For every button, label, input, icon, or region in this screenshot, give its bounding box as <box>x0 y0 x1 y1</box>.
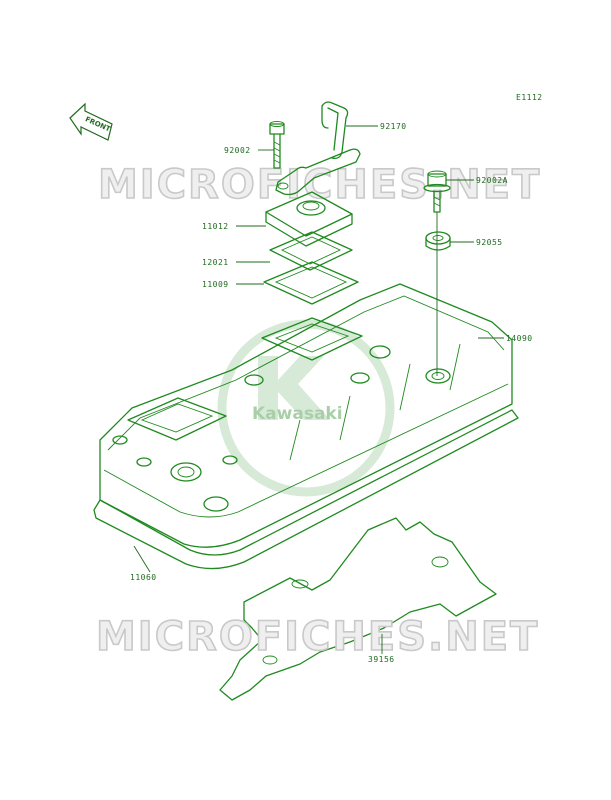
svg-text:MICROFICHES.NET: MICROFICHES.NET <box>98 162 541 208</box>
part-label: 11060 <box>130 573 157 582</box>
part-label: 92170 <box>380 122 407 131</box>
bolt-92002A <box>423 170 451 213</box>
pipe-92170 <box>321 101 349 160</box>
part-label: 12021 <box>202 258 229 267</box>
part-label: 39156 <box>368 655 395 664</box>
part-label: 11009 <box>202 280 229 289</box>
part-label: 14090 <box>506 334 533 343</box>
bolt-92002 <box>269 121 285 169</box>
part-label: 92055 <box>476 238 503 247</box>
front-arrow-icon: FRONT <box>69 102 113 141</box>
bracket-plate <box>275 148 361 196</box>
watermark-top: MICROFICHES.NET MICROFICHES.NET <box>97 161 541 209</box>
diagram-code: E1112 <box>516 93 543 102</box>
gasket-11060 <box>93 409 519 570</box>
svg-text:MICROFICHES.NET: MICROFICHES.NET <box>96 614 539 660</box>
part-label: 11012 <box>202 222 229 231</box>
svg-text:MICROFICHES.NET: MICROFICHES.NET <box>96 614 539 660</box>
logo-text: Kawasaki <box>252 404 343 424</box>
cover-11012 <box>265 191 353 247</box>
kawasaki-logo: Kawasaki <box>217 319 395 497</box>
svg-text:MICROFICHES.NET: MICROFICHES.NET <box>98 162 541 208</box>
head-cover-14090 <box>99 283 513 548</box>
part-label: 92002 <box>224 146 251 155</box>
grommet-92055 <box>425 231 451 251</box>
gasket-11009 <box>263 261 359 305</box>
plate-39156 <box>219 517 497 701</box>
plate-12021 <box>269 231 353 271</box>
watermark-bottom: MICROFICHES.NET MICROFICHES.NET <box>95 613 539 661</box>
part-label: 92002A <box>476 176 508 185</box>
